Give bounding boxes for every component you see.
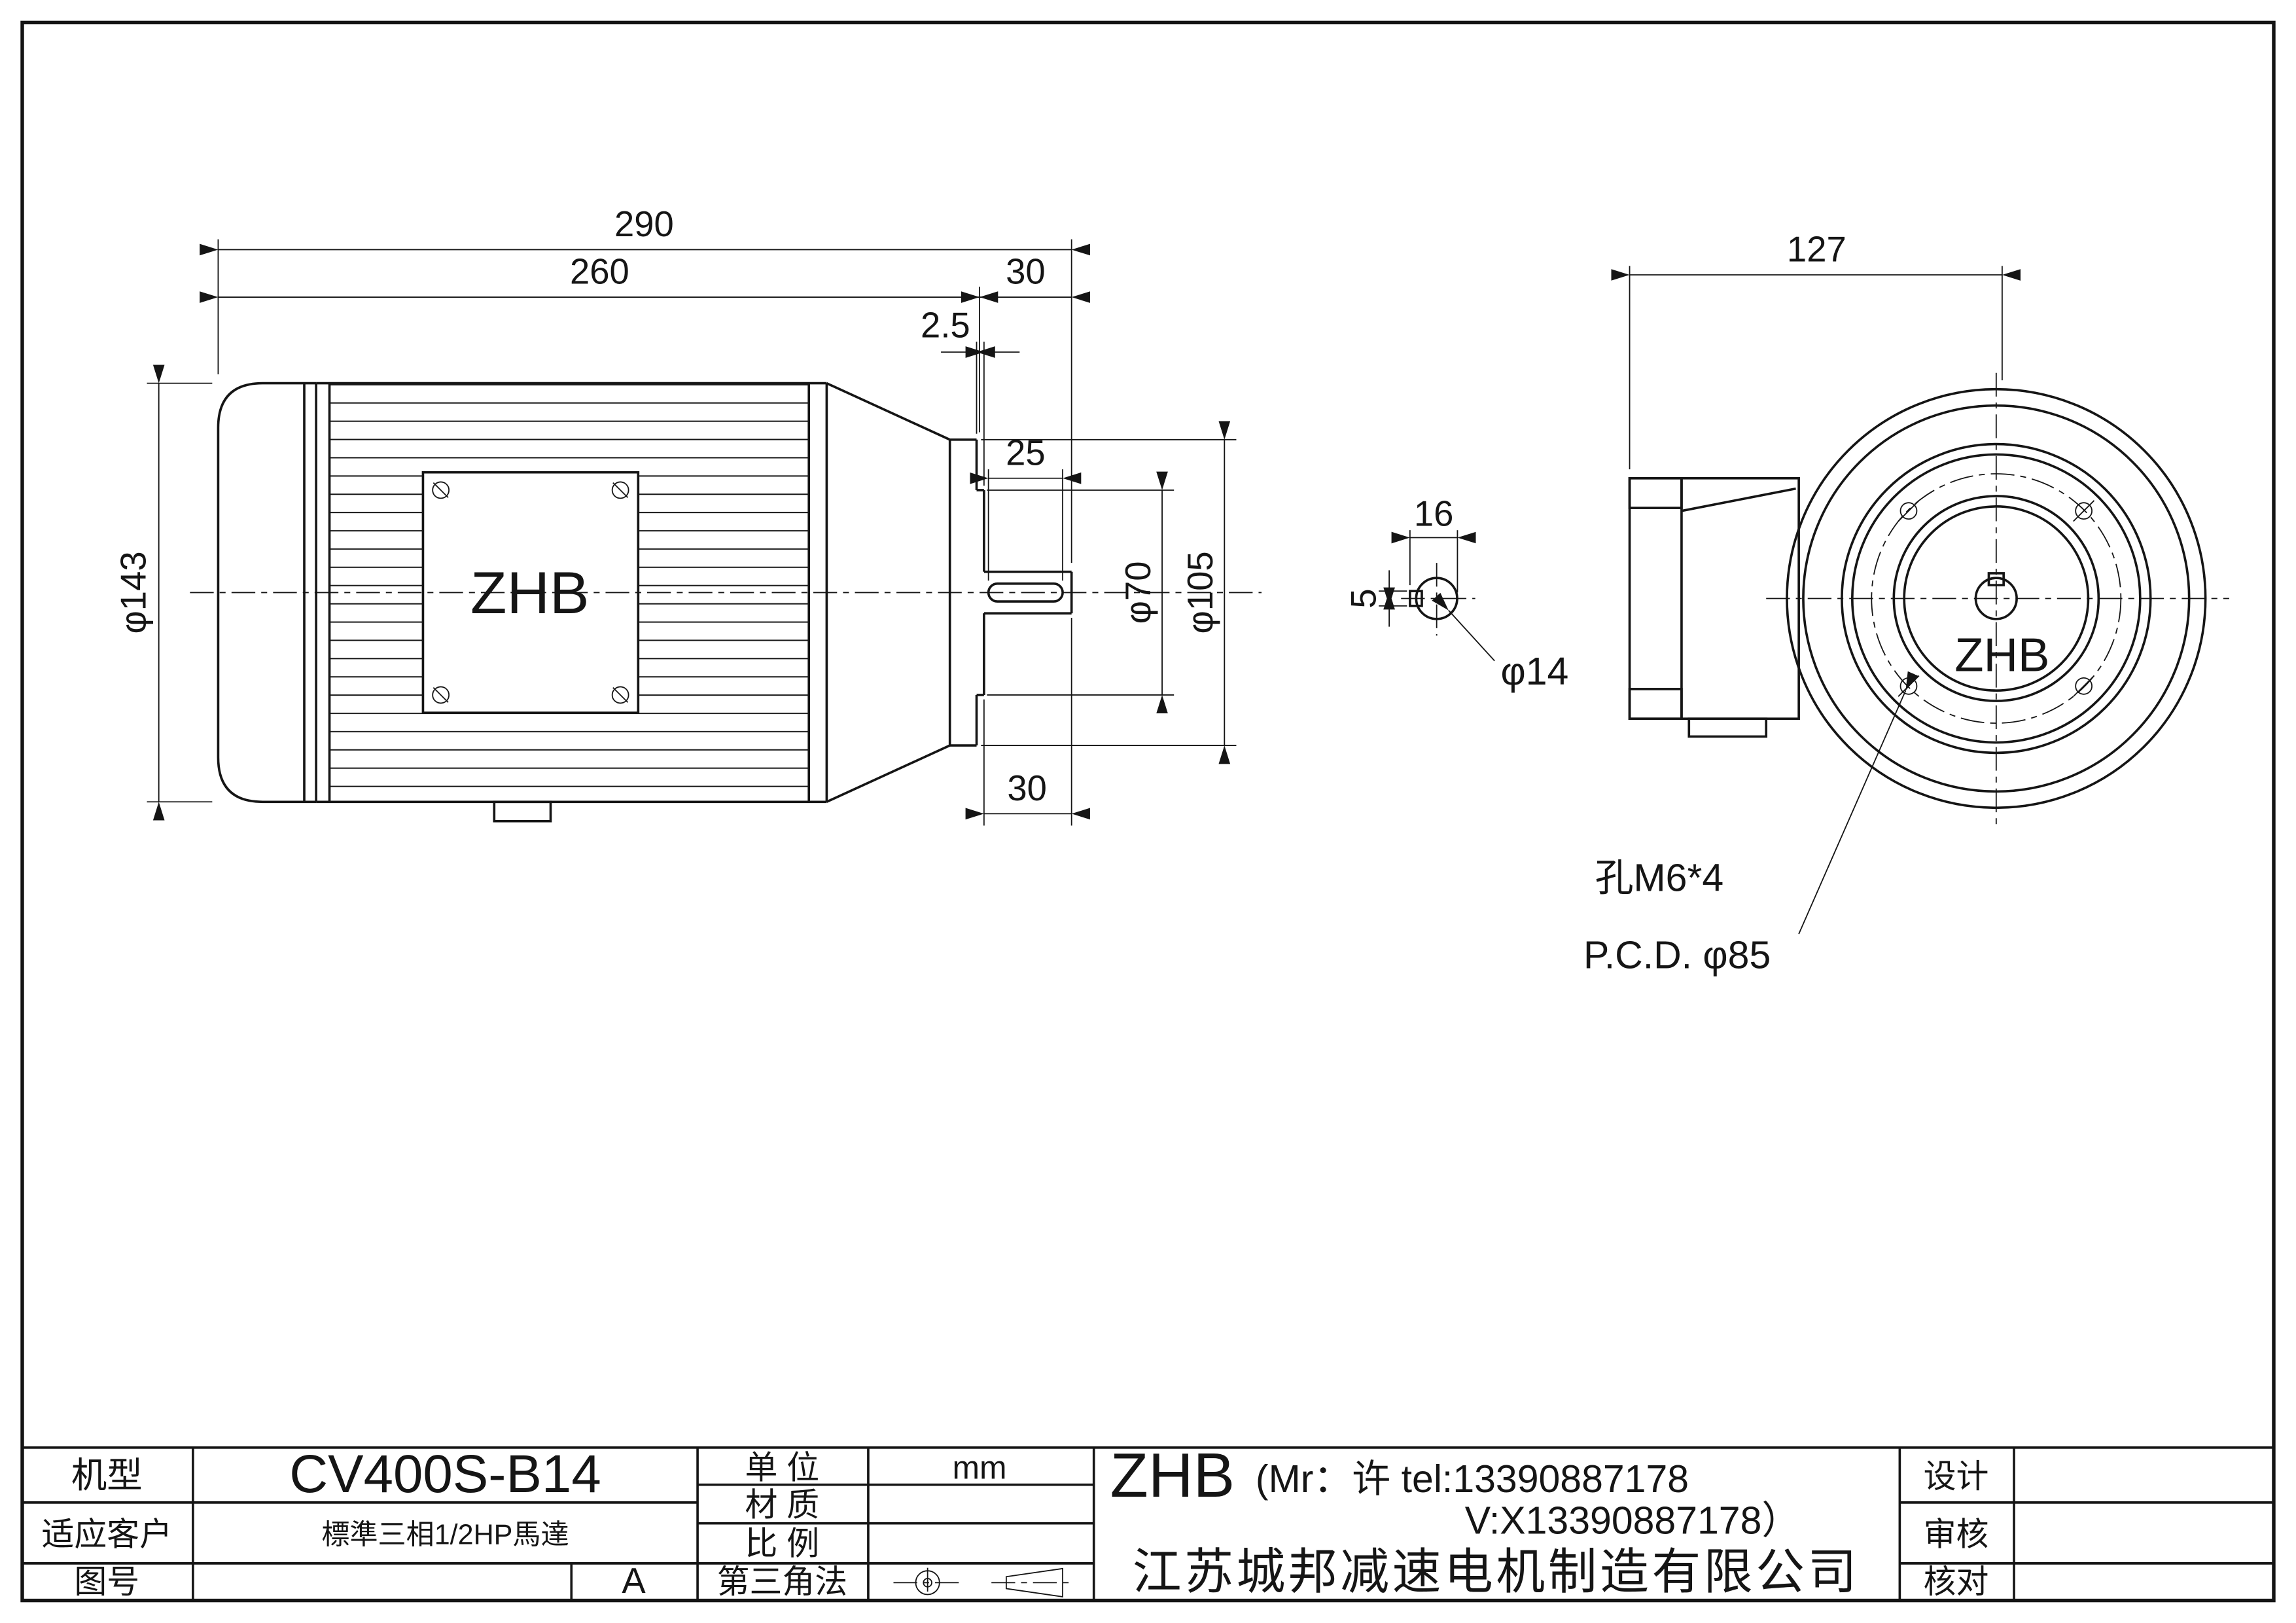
fins-right: [638, 472, 809, 713]
unit-value: mm: [952, 1450, 1006, 1486]
dim-key-across: 16: [1414, 493, 1454, 533]
customer-value: 標準三相1/2HP馬達: [321, 1519, 569, 1550]
company-name: 江苏城邦减速电机制造有限公司: [1133, 1544, 1860, 1599]
model-value: CV400S-B14: [289, 1444, 601, 1504]
dim-shaft-diameter: φ14: [1500, 651, 1568, 693]
dim-spigot-depth: 2.5: [921, 305, 970, 345]
contact-line2: V:X13390887178）: [1465, 1500, 1801, 1543]
model-label: 机型: [71, 1455, 143, 1495]
fins-bottom: [329, 713, 809, 802]
check-label: 核对: [1924, 1563, 1989, 1600]
holes-note: 孔M6*4: [1595, 857, 1724, 899]
brand-side-label: ZHB: [470, 560, 589, 626]
flange-circles: [1786, 387, 2207, 810]
dim-spigot-diameter: φ70: [1118, 562, 1158, 624]
review-label: 审核: [1924, 1516, 1989, 1553]
dim-flange-diameter: φ105: [1180, 551, 1220, 633]
drawing-no-label: 图号: [74, 1563, 139, 1600]
design-label: 设计: [1924, 1458, 1989, 1495]
key-section: [1409, 590, 1423, 607]
pcd-note: P.C.D. φ85: [1583, 934, 1771, 976]
nameplate: ZHB: [421, 471, 640, 714]
side-view: ZHB: [190, 382, 1262, 823]
shaft-end: [1974, 572, 2018, 620]
dim-box-to-center: 127: [1787, 230, 1846, 270]
contact-line1: (Mr：许 tel:13390887178: [1256, 1458, 1689, 1501]
shaft-key-detail: 16 5 φ14: [1344, 493, 1569, 693]
pcd-circle: [1871, 473, 2122, 724]
material-label: 材 质: [745, 1486, 820, 1523]
projection-label: 第三角法: [717, 1563, 848, 1600]
dim-body-diameter: φ143: [113, 551, 153, 633]
side-view-dimensions: 290 260 30 2.5 25 φ143 φ70 φ105 30: [113, 204, 1237, 826]
dim-key-width: 5: [1344, 588, 1384, 608]
title-block: 机型 CV400S-B14 适应客户 標準三相1/2HP馬達 图号 A 单 位 …: [22, 1441, 2274, 1601]
keyway-slot: [987, 582, 1064, 603]
drain-tab: [493, 800, 552, 823]
output-shaft: [983, 570, 1073, 615]
dim-key-length: 25: [1006, 433, 1046, 473]
terminal-box: [1628, 476, 1800, 738]
dim-shaft-length: 30: [1007, 768, 1047, 808]
end-view: ZHB 127 孔M6*4 P.C.D. φ85: [1583, 230, 2229, 976]
revision-value: A: [622, 1561, 646, 1601]
customer-label: 适应客户: [42, 1516, 173, 1553]
dim-shaft-extension: 30: [1006, 252, 1046, 292]
scale-label: 比 例: [745, 1525, 820, 1561]
brand-title: ZHB: [1110, 1441, 1235, 1510]
dim-body-length: 260: [570, 252, 629, 292]
fins-left: [329, 472, 423, 713]
brand-end-label: ZHB: [1954, 629, 2049, 682]
third-angle-symbol: [893, 1567, 1075, 1598]
terminal-box-tab: [1687, 717, 1768, 738]
dim-overall-length: 290: [614, 204, 674, 244]
fins-top: [329, 383, 809, 473]
shaft-section: [1415, 577, 1458, 620]
sheet-border: [20, 20, 2276, 1603]
unit-label: 单 位: [745, 1450, 820, 1486]
shaft-key-end: [1987, 572, 2005, 586]
